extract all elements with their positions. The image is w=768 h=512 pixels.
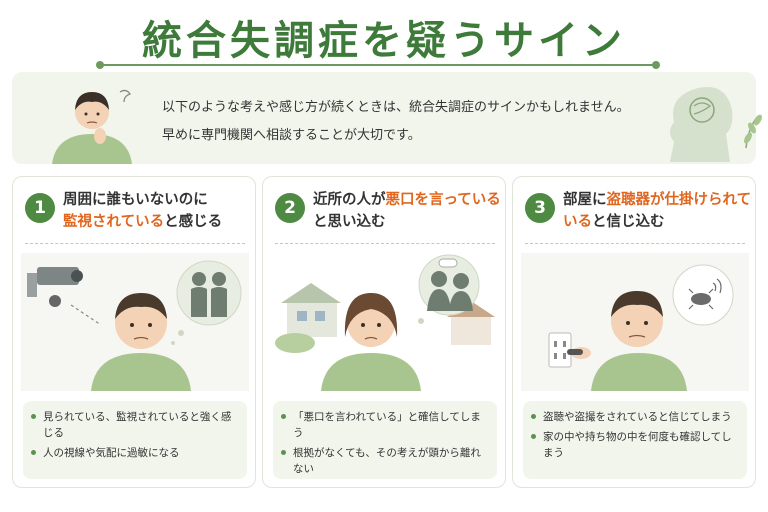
title-divider (96, 61, 660, 69)
card-title-highlight: 悪口を言っている (385, 192, 501, 208)
worried-person-illustration (52, 89, 132, 164)
card-points: 見られている、監視されていると強く感じる 人の視線や気配に過敏になる (23, 401, 247, 479)
card-points: 「悪口を言われている」と確信してしまう 根拠がなくても、その考えが頭から離れない (273, 401, 497, 479)
card-number: 3 (525, 193, 555, 223)
card-title-highlight: 監視されている (63, 214, 165, 230)
card-point: 「悪口を言われている」と確信してしまう (281, 409, 489, 441)
card-number: 1 (25, 193, 55, 223)
card-title-line-1: 周囲に誰もいないのに (63, 192, 208, 208)
intro-line-2: 早めに専門機関へ相談することが大切です。 (162, 128, 421, 143)
card-point: 人の視線や気配に過敏になる (31, 445, 239, 461)
sign-card-2: 2 近所の人が悪口を言っていると思い込む 「悪口を言われている」と確信してしまう… (262, 176, 506, 488)
card-title-rest: と感じる (164, 214, 223, 230)
card-title-line-1: 近所の人が (313, 192, 386, 208)
sign-card-3: 3 部屋に盗聴器が仕掛けられていると信じ込む 盗聴や盗撮をされていると信じてしま… (512, 176, 756, 488)
card-title: 近所の人が悪口を言っていると思い込む (313, 189, 503, 233)
intro-line-1: 以下のような考えや感じ方が続くときは、統合失調症のサインかもしれません。 (162, 100, 630, 115)
card-title: 周囲に誰もいないのに 監視されていると感じる (63, 189, 253, 233)
page-title: 統合失調症を疑うサイン (142, 18, 626, 64)
head-silhouette-icon (670, 86, 762, 162)
card-divider (25, 243, 245, 244)
surveillance-camera-illustration (21, 253, 249, 391)
card-point: 見られている、監視されていると強く感じる (31, 409, 239, 441)
card-title-rest: と信じ込む (592, 214, 665, 230)
sign-card-1: 1 周囲に誰もいないのに 監視されていると感じる 見られている、監視されていると… (12, 176, 256, 488)
neighbors-gossip-illustration (271, 253, 499, 391)
hidden-bug-illustration (521, 253, 749, 391)
card-point: 家の中や持ち物の中を何度も確認してしまう (531, 429, 739, 461)
card-point: 根拠がなくても、その考えが頭から離れない (281, 445, 489, 477)
card-divider (525, 243, 745, 244)
card-title-highlight: 盗聴器が仕掛けられている (563, 192, 752, 230)
intro-text: 以下のような考えや感じ方が続くときは、統合失調症のサインかもしれません。 早めに… (162, 94, 682, 150)
card-point: 盗聴や盗撮をされていると信じてしまう (531, 409, 739, 425)
intro-panel: 以下のような考えや感じ方が続くときは、統合失調症のサインかもしれません。 早めに… (12, 72, 762, 164)
card-title: 部屋に盗聴器が仕掛けられていると信じ込む (563, 189, 753, 233)
card-title-rest: と思い込む (313, 214, 386, 230)
card-divider (275, 243, 495, 244)
card-title-line-1: 部屋に (563, 192, 607, 208)
card-number: 2 (275, 193, 305, 223)
card-points: 盗聴や盗撮をされていると信じてしまう 家の中や持ち物の中を何度も確認してしまう (523, 401, 747, 479)
